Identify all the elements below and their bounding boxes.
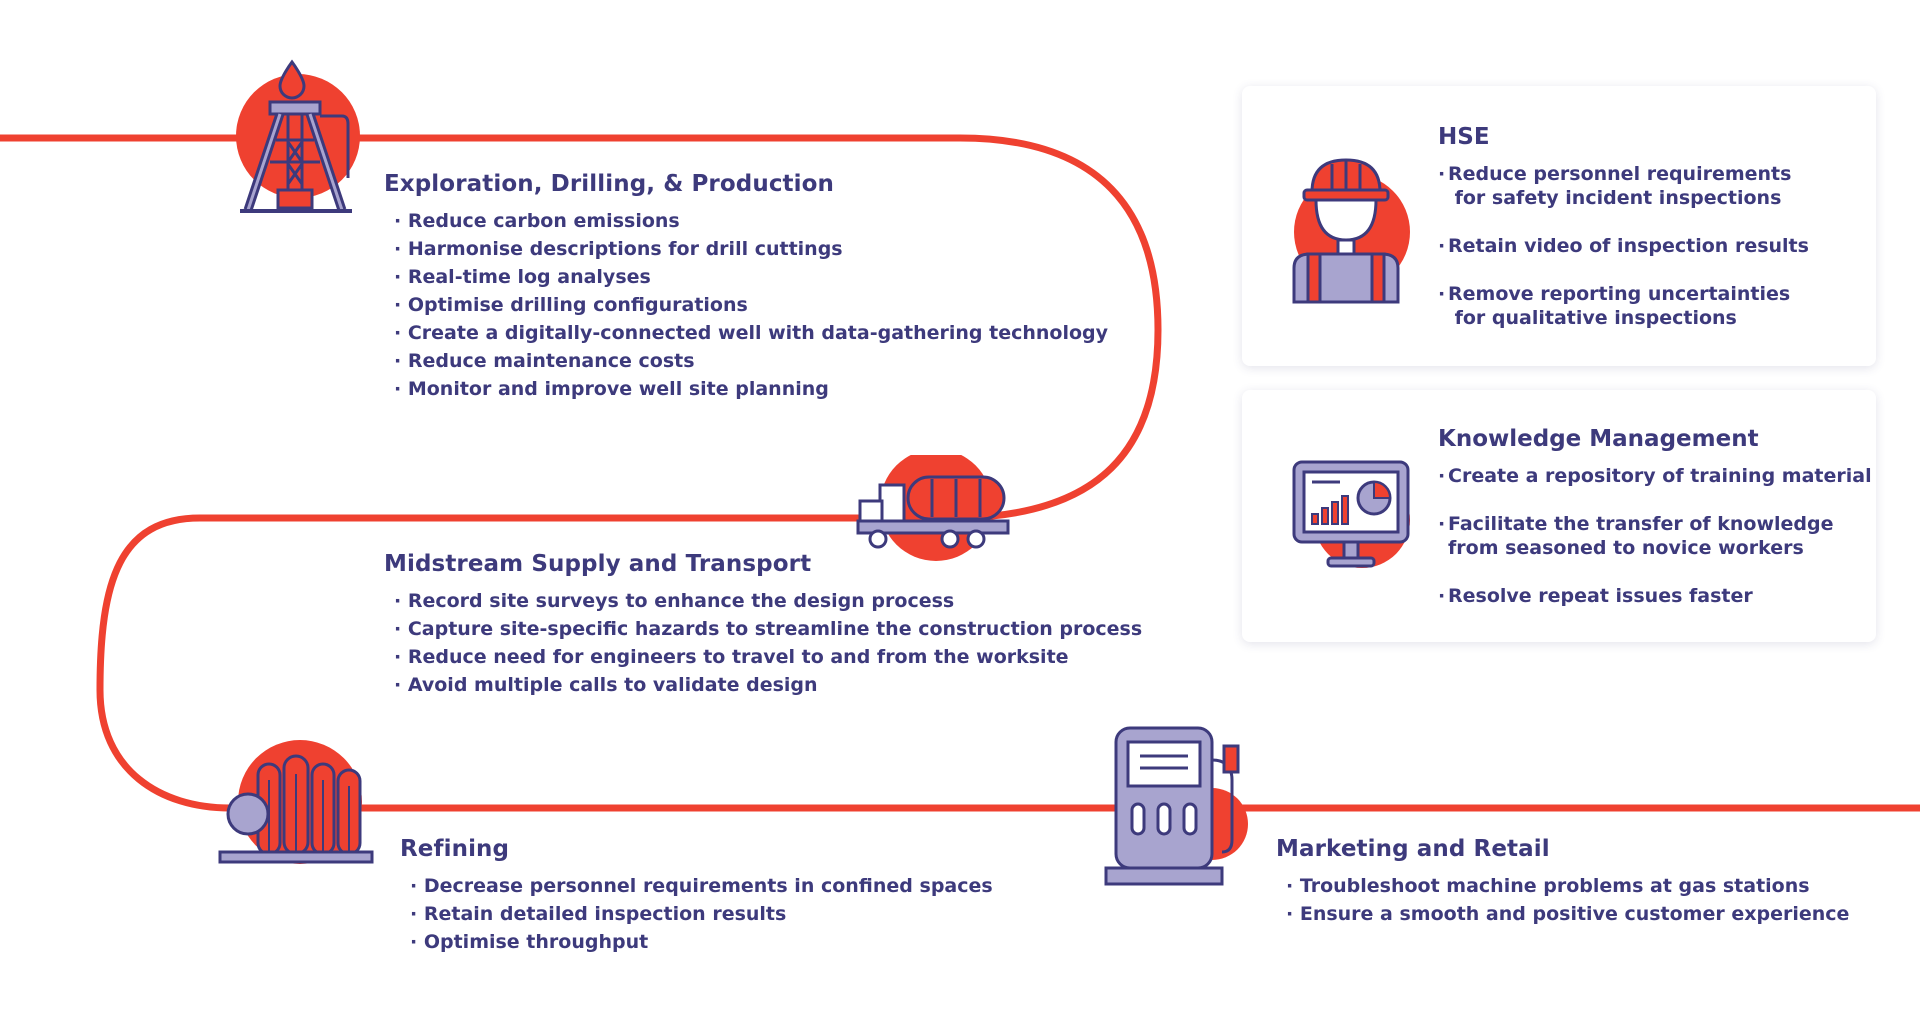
list-item: Resolve repeat issues faster: [1448, 584, 1872, 608]
item-list: Troubleshoot machine problems at gas sta…: [1276, 872, 1850, 928]
card-hse: HSE Reduce personnel requirements for sa…: [1242, 86, 1876, 366]
worker-helmet-icon: [1292, 158, 1410, 304]
section-title: Midstream Supply and Transport: [384, 551, 812, 577]
list-item: Harmonise descriptions for drill cutting…: [394, 235, 1108, 263]
list-item: Real-time log analyses: [394, 263, 1108, 291]
section-midstream: Midstream Supply and Transport Record si…: [384, 551, 1142, 699]
card-title: HSE: [1438, 124, 1490, 150]
item-list: Record site surveys to enhance the desig…: [384, 587, 1142, 699]
refinery-icon: [218, 740, 374, 864]
list-item: Troubleshoot machine problems at gas sta…: [1286, 872, 1849, 900]
list-item: Reduce carbon emissions: [394, 207, 1108, 235]
list-item: Ensure a smooth and positive customer ex…: [1286, 900, 1850, 928]
list-item: Create a repository of training material: [1448, 464, 1872, 488]
list-item: Create a digitally-connected well with d…: [394, 319, 1108, 347]
item-list: Create a repository of training material…: [1438, 464, 1872, 608]
list-item: Monitor and improve well site planning: [394, 375, 1108, 403]
tanker-truck-icon: [856, 455, 1010, 561]
section-title: Marketing and Retail: [1276, 836, 1550, 862]
item-list: Decrease personnel requirements in confi…: [400, 872, 993, 956]
section-title: Exploration, Drilling, & Production: [384, 171, 835, 197]
item-list: Reduce personnel requirements for safety…: [1438, 162, 1809, 330]
list-item: Optimise drilling configurations: [394, 291, 1108, 319]
section-marketing: Marketing and Retail Troubleshoot machin…: [1276, 836, 1849, 928]
list-item: Remove reporting uncertainties for quali…: [1448, 282, 1809, 330]
list-item: Retain video of inspection results: [1448, 234, 1809, 258]
oil-rig-icon: [236, 59, 360, 213]
section-title: Refining: [400, 836, 510, 862]
card-knowledge: Knowledge Management Create a repository…: [1242, 390, 1876, 642]
list-item: Decrease personnel requirements in confi…: [410, 872, 993, 900]
list-item: Reduce personnel requirements for safety…: [1448, 162, 1809, 210]
list-item: Record site surveys to enhance the desig…: [394, 587, 1142, 615]
item-list: Reduce carbon emissions Harmonise descri…: [384, 207, 1108, 403]
list-item: Avoid multiple calls to validate design: [394, 671, 1142, 699]
fuel-pump-icon: [1104, 726, 1248, 886]
list-item: Facilitate the transfer of knowledge fro…: [1448, 512, 1872, 560]
section-exploration: Exploration, Drilling, & Production Redu…: [384, 171, 1108, 403]
section-refining: Refining Decrease personnel requirements…: [400, 836, 993, 956]
list-item: Optimise throughput: [410, 928, 993, 956]
card-title: Knowledge Management: [1438, 426, 1759, 452]
list-item: Reduce need for engineers to travel to a…: [394, 643, 1142, 671]
monitor-chart-icon: [1292, 460, 1410, 568]
list-item: Retain detailed inspection results: [410, 900, 993, 928]
list-item: Reduce maintenance costs: [394, 347, 1108, 375]
list-item: Capture site-specific hazards to streaml…: [394, 615, 1142, 643]
